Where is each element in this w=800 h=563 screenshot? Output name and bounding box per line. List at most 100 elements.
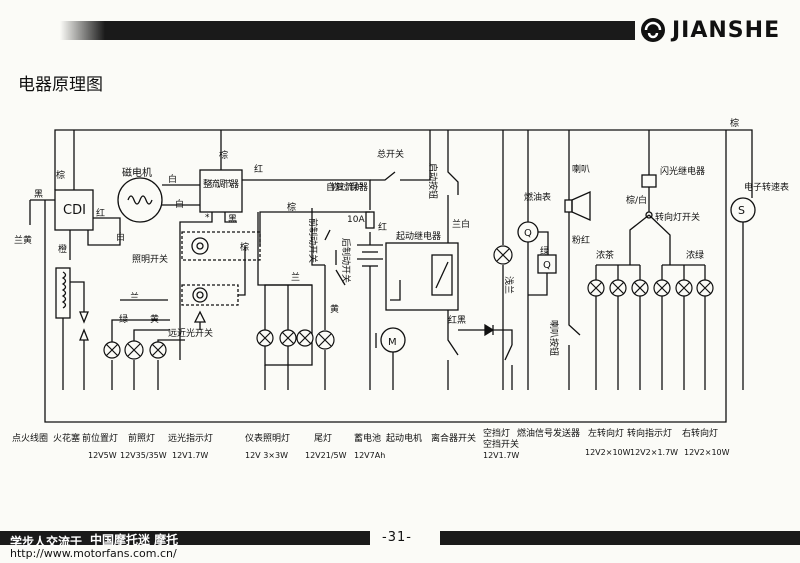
rear-brake-switch-label: 后制动开关 — [340, 238, 352, 283]
header-bar — [105, 21, 635, 40]
wire-light-blue: 浅兰 — [503, 276, 515, 294]
wire-brown-brake: 棕 — [287, 201, 296, 213]
jianshe-logo-icon — [641, 18, 665, 42]
wire-black: 黑 — [34, 189, 43, 200]
footer-watermark: 学步人交流于 — [10, 535, 83, 549]
lamp-instrument-3 — [296, 329, 314, 347]
bottom-spec-front-position: 12V5W — [88, 451, 117, 460]
turn-switch-label: 转向灯开关 — [655, 211, 700, 223]
bottom-label-front-position: 前位置灯 — [82, 432, 118, 444]
breaker-label: 自恢复过流保护器 — [326, 181, 368, 193]
regulator-label: 整流调节器 — [203, 178, 239, 190]
lamp-front-position — [103, 341, 121, 359]
bottom-spec-right-turn: 12V2×10W — [684, 448, 730, 457]
lamp-turn-indicator-2 — [653, 279, 671, 297]
start-relay-label: 起动继电器 — [396, 230, 441, 242]
lighting-switch-label: 照明开关 — [132, 253, 168, 265]
wire-star: * — [205, 213, 210, 223]
brand-logo: JIANSHE — [640, 14, 780, 46]
wire-dark-tea: 浓茶 — [596, 249, 614, 261]
wire-red-regulator: 红 — [254, 163, 263, 175]
motor-symbol: M — [388, 337, 397, 348]
master-switch-label: 总开关 — [377, 148, 404, 160]
wire-pink-red: 粉红 — [572, 234, 590, 246]
footer-bar-right — [440, 531, 800, 545]
bottom-label-neutral-switch: 空挡开关 — [483, 438, 519, 450]
wire-dark-green: 浓绿 — [686, 249, 704, 261]
horn-label: 喇叭 — [572, 163, 590, 175]
lamp-neutral — [493, 245, 513, 265]
wire-brown-lighting: 棕 — [240, 241, 249, 253]
bottom-label-tail: 尾灯 — [314, 433, 332, 444]
fuse-label: 10A — [347, 215, 365, 225]
wire-yellow-tail: 黄 — [330, 303, 339, 315]
bottom-spec-neutral-lamp: 12V1.7W — [483, 451, 519, 460]
lamp-high-beam-indicator — [149, 341, 167, 359]
footer-bar-left — [0, 531, 370, 545]
fuel-gauge-label: 燃油表 — [524, 191, 551, 203]
wire-green-fuel: 绿 — [540, 245, 549, 257]
bottom-spec-headlight: 12V35/35W — [120, 451, 167, 460]
bottom-label-turn-indicator: 转向指示灯 — [627, 427, 672, 439]
wire-brown-cdi: 棕 — [56, 169, 65, 181]
start-button-label: 启动按钮 — [427, 163, 439, 199]
footer-brand-text: 中国摩托迷 摩托 — [90, 533, 179, 547]
footer-url-link[interactable]: http://www.motorfans.com.cn/ — [10, 547, 177, 560]
page-title: 电器原理图 — [18, 75, 103, 95]
wire-black-regulator: 黑 — [228, 214, 237, 225]
lamp-right-turn-1 — [675, 279, 693, 297]
header-bar-fade — [60, 21, 105, 40]
wire-blue-instrument: 兰 — [291, 271, 300, 283]
lamp-instrument-1 — [256, 329, 274, 347]
bottom-label-right-turn: 右转向灯 — [682, 427, 718, 439]
speedometer-symbol: S — [738, 204, 745, 217]
wire-red-black: 红黑 — [448, 314, 466, 326]
bottom-spec-left-turn: 12V2×10W — [585, 448, 631, 457]
bottom-label-spark-plug: 火花塞 — [53, 432, 80, 444]
lamp-left-turn-1 — [587, 279, 605, 297]
wire-white-cdi: 白 — [116, 231, 125, 243]
lamp-turn-indicator-1 — [631, 279, 649, 297]
bottom-spec-instrument: 12V 3×3W — [245, 451, 288, 460]
wire-brown-white: 棕/白 — [626, 194, 647, 206]
magneto-label: 磁电机 — [122, 166, 152, 179]
bottom-spec-turn-indicator: 12V2×1.7W — [630, 448, 678, 457]
bottom-label-fuel-sender: 燃油信号发送器 — [517, 427, 580, 439]
wire-blue-yellow: 兰黄 — [14, 234, 32, 246]
wire-blue-beam: 兰 — [130, 291, 139, 303]
wire-red-fuse: 红 — [378, 221, 387, 233]
bottom-label-high-beam: 远光指示灯 — [168, 432, 213, 444]
bottom-spec-high-beam: 12V1.7W — [172, 451, 208, 460]
wire-orange: 橙 — [58, 243, 67, 255]
lamp-left-turn-2 — [609, 279, 627, 297]
bottom-spec-tail: 12V21/5W — [305, 451, 347, 460]
page-number: -31- — [382, 530, 412, 545]
wire-brown-right: 棕 — [730, 117, 739, 129]
bottom-label-ignition-coil: 点火线圈 — [12, 432, 48, 444]
wire-blue-white: 兰白 — [452, 218, 470, 230]
wire-green-beam: 绿 — [119, 313, 128, 325]
beam-switch-label: 远近光开关 — [168, 327, 213, 339]
bottom-label-headlight: 前照灯 — [128, 432, 155, 444]
wire-white-1: 白 — [168, 173, 177, 185]
horn-button-label: 喇叭按钮 — [548, 320, 560, 356]
fuel-gauge-symbol: Q — [524, 228, 532, 239]
cdi-label: CDI — [63, 203, 86, 218]
bottom-label-neutral-lamp: 空挡灯 — [483, 427, 510, 439]
lamp-right-turn-2 — [696, 279, 714, 297]
bottom-label-left-turn: 左转向灯 — [588, 427, 624, 439]
lamp-headlight — [124, 340, 144, 360]
bottom-label-clutch: 离合器开关 — [431, 432, 476, 444]
brand-name: JIANSHE — [672, 17, 781, 43]
bottom-spec-battery: 12V7Ah — [354, 451, 385, 460]
speedometer-label: 电子转速表 — [744, 181, 789, 193]
wire-yellow-beam: 黄 — [150, 313, 159, 325]
lamp-instrument-2 — [279, 329, 297, 347]
wire-brown-top: 棕 — [219, 149, 228, 161]
front-brake-switch-label: 前制动开关 — [307, 218, 319, 263]
bottom-label-starter: 起动电机 — [386, 432, 422, 444]
fuel-sender-symbol: Q — [543, 260, 551, 271]
bottom-label-battery: 蓄电池 — [354, 432, 381, 444]
wire-red-cdi: 红 — [96, 207, 105, 219]
